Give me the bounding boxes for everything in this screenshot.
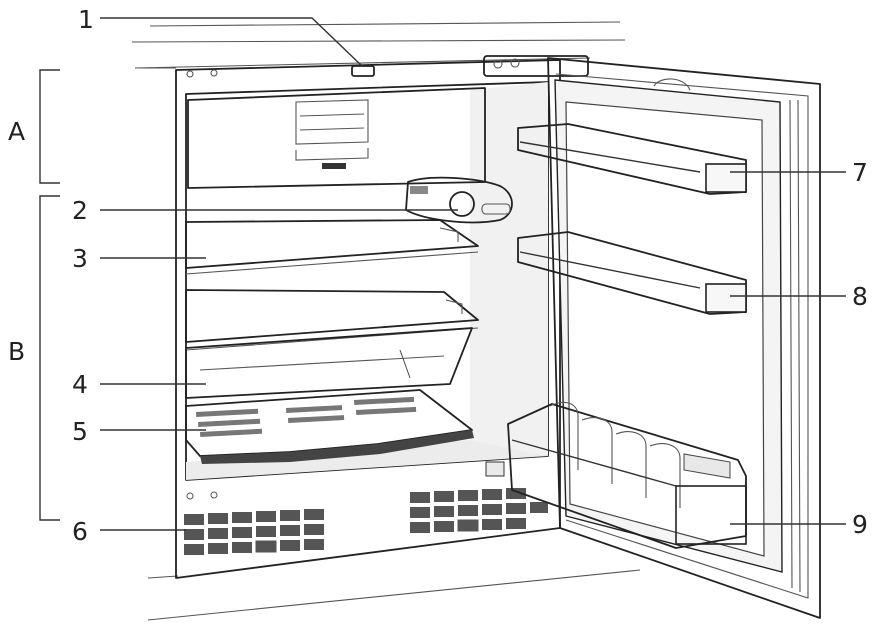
callout-labels: 1 2 3 4 5 6 7 8 9 A B bbox=[8, 5, 868, 546]
bottle-shelf bbox=[485, 401, 747, 549]
tray-slots bbox=[196, 396, 417, 437]
bracket-b bbox=[39, 195, 60, 521]
fridge-body bbox=[175, 59, 561, 579]
group-label-a: A bbox=[8, 117, 25, 146]
fridge-door bbox=[547, 57, 821, 619]
callout-9: 9 bbox=[852, 510, 868, 539]
callout-3: 3 bbox=[72, 244, 88, 273]
door-shelf-upper bbox=[517, 123, 747, 195]
bottom-tray bbox=[185, 389, 474, 464]
leader-1 bbox=[100, 17, 363, 67]
door-shelf-lower bbox=[517, 231, 747, 315]
freezer-compartment bbox=[187, 87, 486, 189]
ventilation-grille-right bbox=[410, 488, 548, 533]
group-brackets bbox=[39, 69, 60, 521]
crisper-cover-shelf bbox=[185, 289, 479, 351]
callout-2: 2 bbox=[72, 196, 88, 225]
callout-6: 6 bbox=[72, 517, 88, 546]
bottles bbox=[549, 401, 731, 508]
leader-lines bbox=[100, 17, 846, 531]
vegetable-container bbox=[185, 327, 473, 399]
callout-7: 7 bbox=[852, 158, 868, 187]
callout-5: 5 bbox=[72, 417, 88, 446]
ventilation-grille-left bbox=[184, 491, 324, 555]
glass-shelf bbox=[185, 219, 479, 275]
callout-8: 8 bbox=[852, 282, 868, 311]
group-label-b: B bbox=[8, 337, 25, 366]
cabinet-context-lines bbox=[131, 21, 641, 621]
bracket-a bbox=[39, 69, 60, 184]
door-hinge bbox=[351, 55, 589, 77]
callout-1: 1 bbox=[78, 5, 94, 34]
callout-4: 4 bbox=[72, 370, 88, 399]
